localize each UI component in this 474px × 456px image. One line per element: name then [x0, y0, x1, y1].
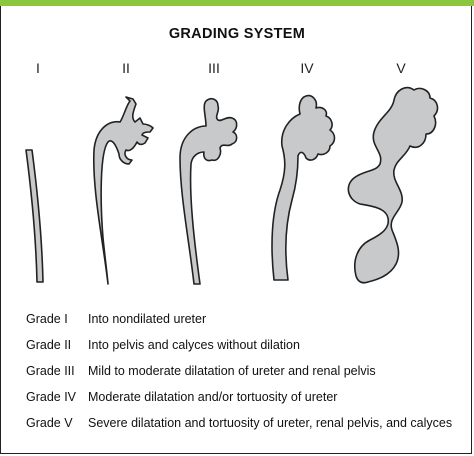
grade-3-illustration [179, 98, 238, 285]
grade-description: Mild to moderate dilatation of ureter an… [88, 364, 376, 378]
grade-label: Grade V [26, 416, 73, 430]
grade-description: Severe dilatation and tortuosity of uret… [88, 416, 453, 430]
reflux-grade-illustrations [25, 86, 439, 285]
numeral-grade-2: II [122, 60, 130, 76]
grade-label: Grade II [26, 338, 72, 352]
accent-bar [0, 0, 474, 6]
grade-label: Grade I [26, 312, 68, 326]
numeral-grade-3: III [208, 60, 220, 76]
numeral-grade-5: V [396, 60, 406, 76]
numeral-grade-1: I [36, 60, 40, 76]
grade-label: Grade IV [26, 390, 77, 404]
grade-description: Moderate dilatation and/or tortuosity of… [88, 390, 338, 404]
grade-4-illustration [271, 94, 336, 281]
grade-description: Into pelvis and calyces without dilation [88, 338, 300, 352]
grade-description: Into nondilated ureter [88, 312, 207, 326]
grade-label: Grade III [26, 364, 75, 378]
figure-title: GRADING SYSTEM [168, 26, 306, 42]
grade-1-ureter-illustration [25, 149, 44, 283]
grade-2-illustration [92, 96, 154, 285]
grade-5-illustration [347, 86, 439, 284]
numeral-grade-4: IV [300, 60, 314, 76]
